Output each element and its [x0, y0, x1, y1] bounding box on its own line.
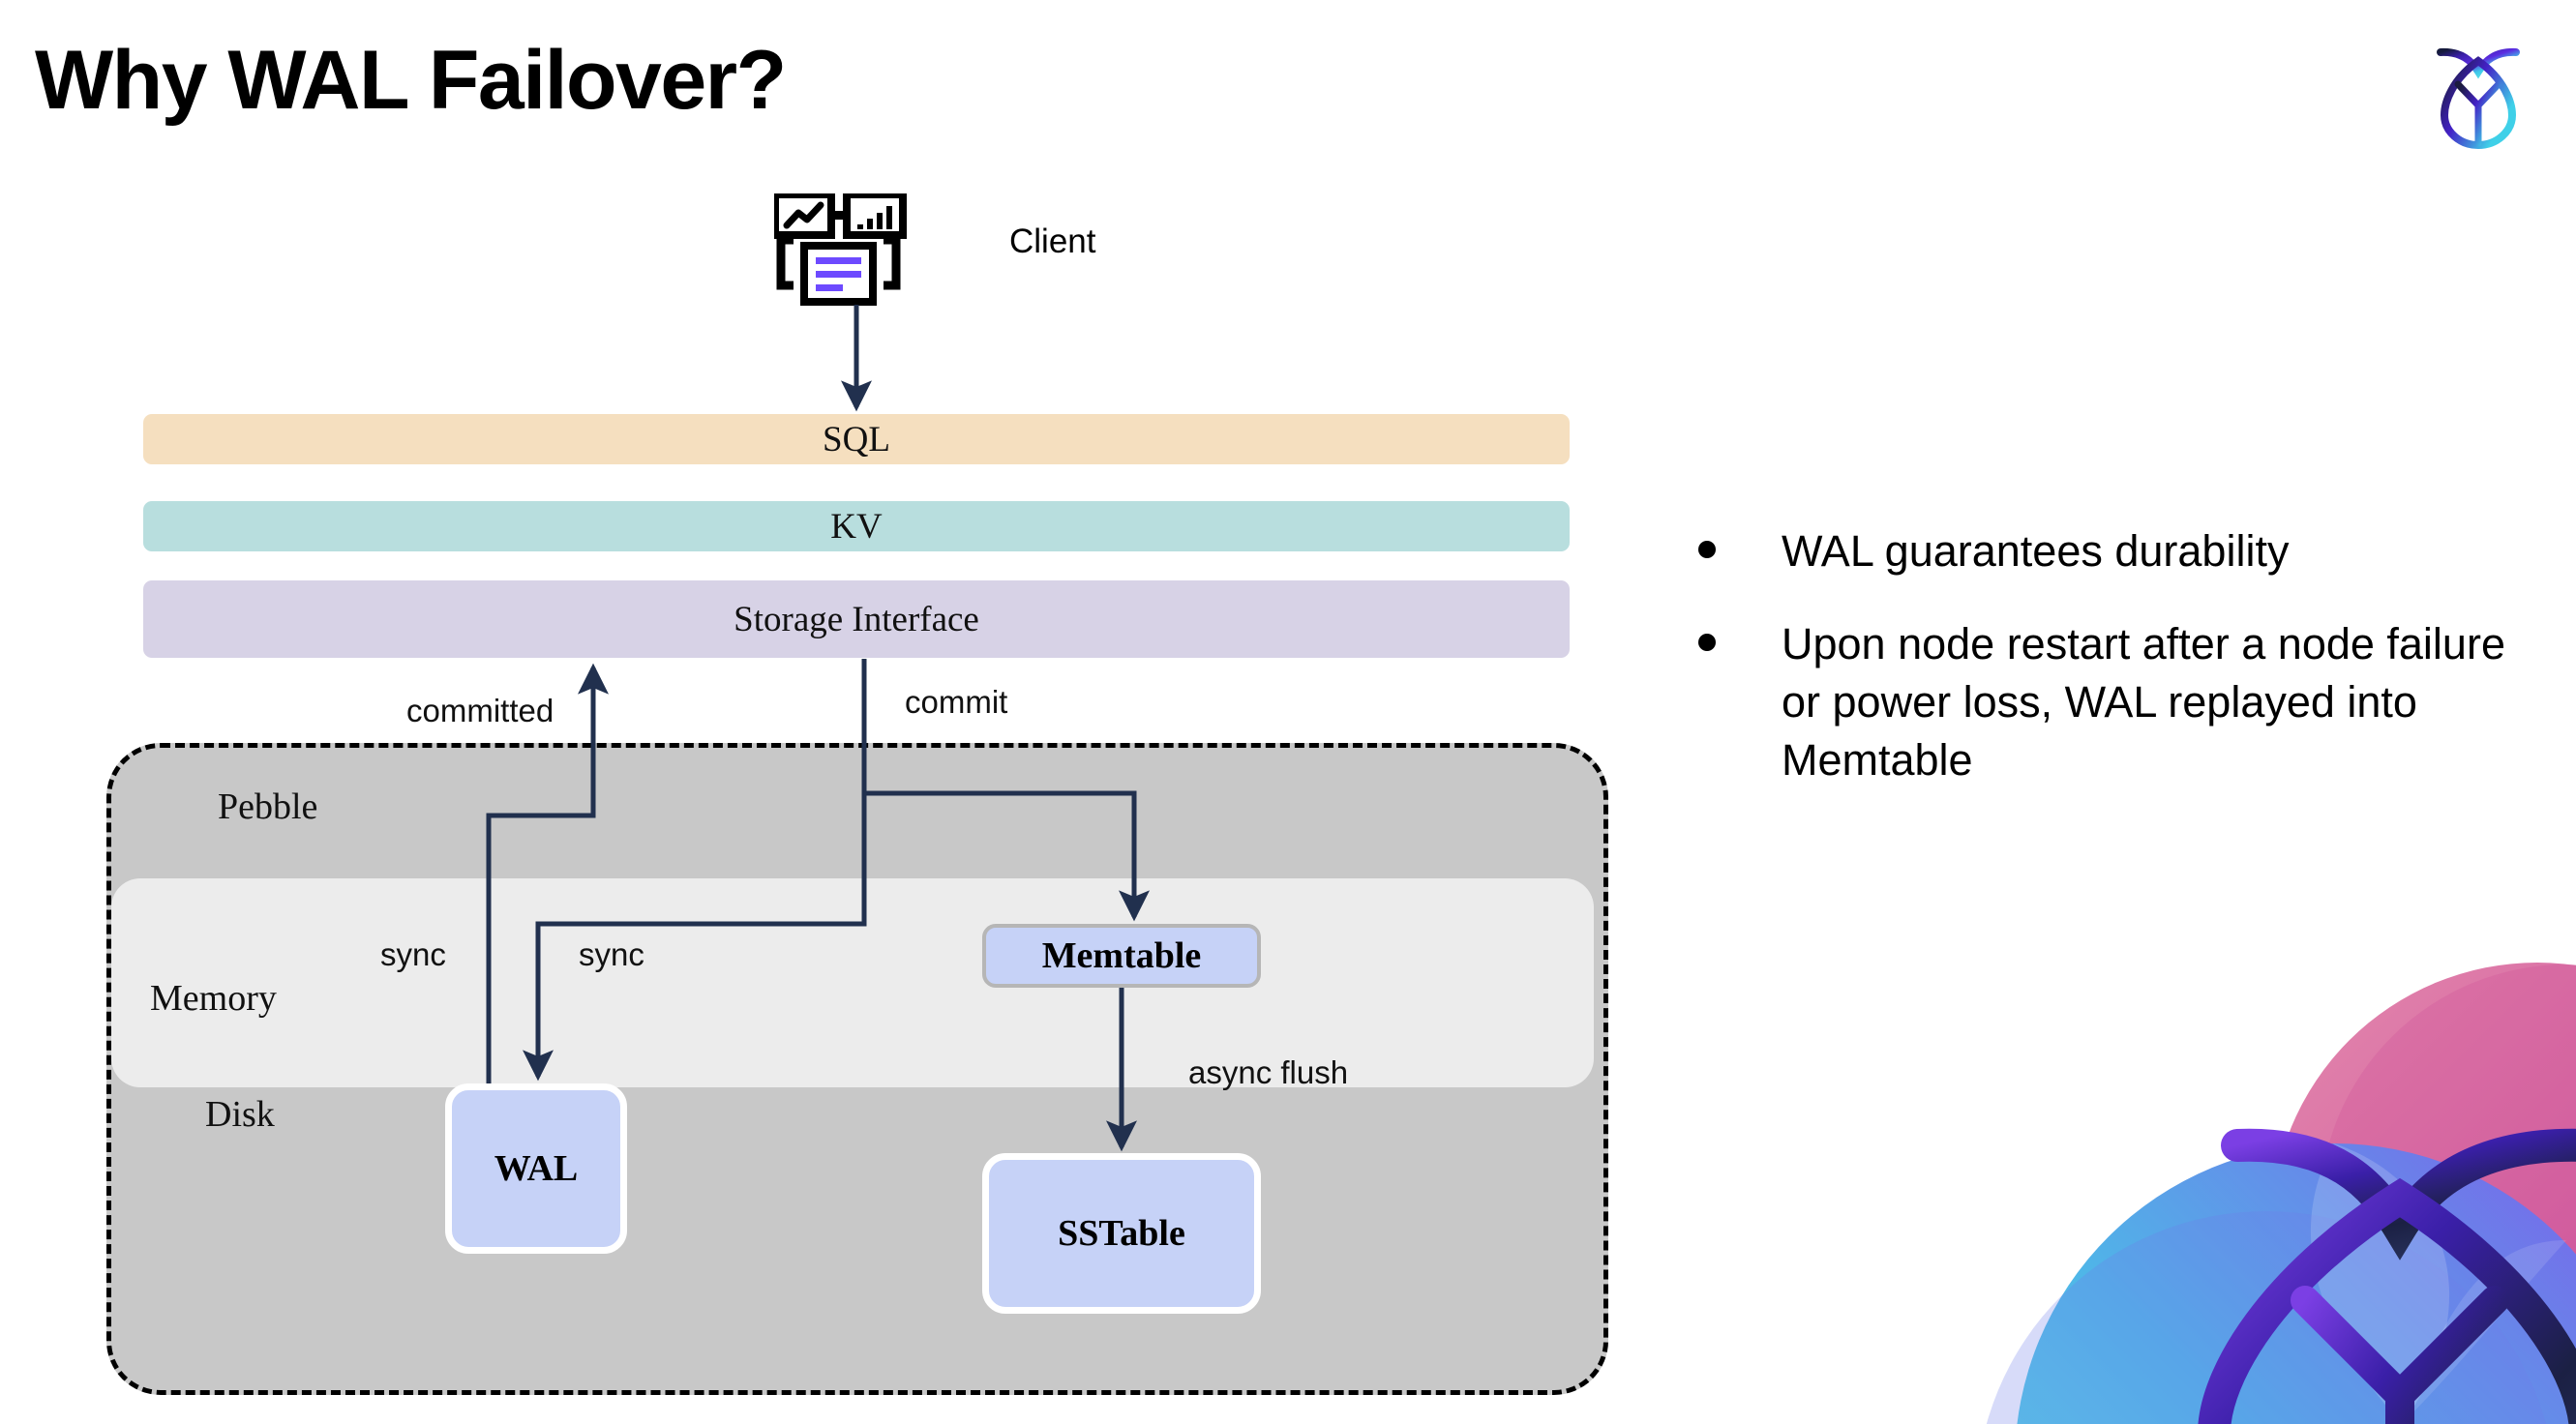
cockroach-labs-logo-icon: [2415, 29, 2541, 153]
bullet-text: WAL guarantees durability: [1782, 526, 2290, 576]
layer-label-storage-interface: Storage Interface: [734, 599, 979, 639]
client-label: Client: [1009, 222, 1096, 260]
memory-band: [111, 878, 1594, 1087]
pebble-container: [106, 743, 1608, 1395]
bullet-list: WAL guarantees durability Upon node rest…: [1698, 522, 2540, 823]
layer-bar-storage-interface: Storage Interface: [143, 580, 1570, 658]
node-memtable: Memtable: [982, 924, 1261, 988]
node-sstable: SSTable: [982, 1153, 1261, 1314]
edge-label-committed: committed: [406, 693, 554, 728]
node-memtable-label: Memtable: [1041, 935, 1202, 976]
client-dashboard-icon: [771, 191, 929, 314]
edge-label-sync-right: sync: [579, 936, 644, 972]
layer-bar-kv: KV: [143, 501, 1570, 551]
edge-label-async-flush: async flush: [1188, 1054, 1349, 1090]
page-title: Why WAL Failover?: [35, 34, 787, 127]
node-wal-label: WAL: [494, 1148, 579, 1189]
memory-label: Memory: [150, 978, 277, 1019]
disk-label: Disk: [205, 1094, 275, 1135]
pebble-label: Pebble: [218, 786, 318, 827]
list-item: WAL guarantees durability: [1698, 522, 2540, 580]
node-sstable-label: SSTable: [1058, 1213, 1185, 1254]
cockroach-labs-watermark-icon: [1947, 921, 2576, 1424]
node-wal: WAL: [445, 1083, 627, 1254]
list-item: Upon node restart after a node failure o…: [1698, 615, 2540, 789]
bullet-dot-icon: [1698, 541, 1716, 558]
bullet-text: Upon node restart after a node failure o…: [1782, 618, 2505, 785]
edge-label-commit: commit: [905, 684, 1008, 720]
layer-label-sql: SQL: [823, 419, 890, 460]
layer-bar-sql: SQL: [143, 414, 1570, 464]
layer-label-kv: KV: [830, 506, 883, 547]
edge-label-sync-left: sync: [380, 936, 446, 972]
bullet-dot-icon: [1698, 633, 1716, 651]
